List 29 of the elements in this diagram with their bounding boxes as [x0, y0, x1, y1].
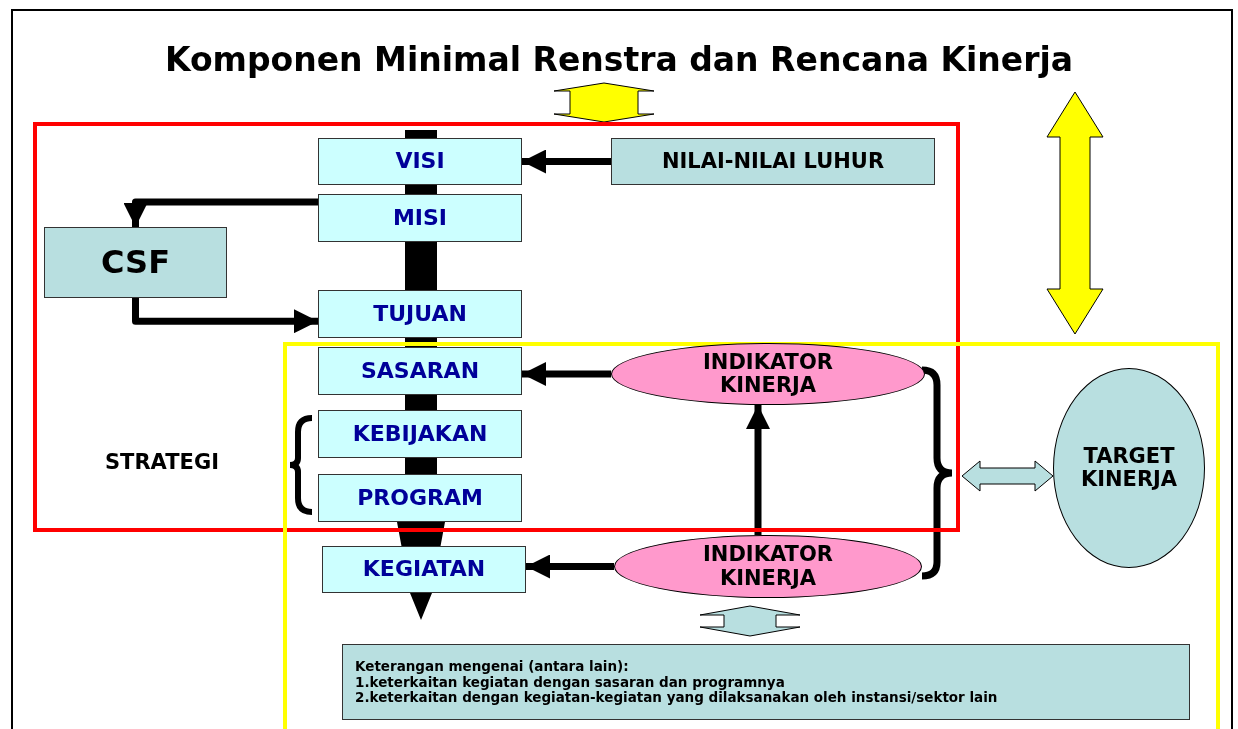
region-frame — [33, 122, 960, 532]
arrow — [522, 362, 611, 386]
double-block-arrow — [1046, 91, 1104, 335]
double-block-arrow — [699, 605, 801, 637]
note-text: 1.keterkaitan kegiatan dengan sasaran dan programnya — [355, 674, 785, 690]
indicator-ellipse: INDIKATOR KINERJA — [611, 343, 925, 405]
double-block-arrow — [961, 460, 1054, 492]
note-text: Keterangan mengenai (antara lain): — [355, 658, 629, 674]
arrow — [123, 198, 318, 227]
process-box: NILAI-NILAI LUHUR — [611, 138, 935, 185]
process-box: PROGRAM — [318, 474, 522, 522]
note-text: 2.keterkaitan dengan kegiatan-kegiatan yang dilaksanakan oleh instansi/sektor lain — [355, 690, 998, 706]
process-box: KEGIATAN — [322, 546, 526, 593]
process-box: VISI — [318, 138, 522, 185]
diagram-title: Komponen Minimal Renstra dan Rencana Kinerja — [163, 40, 1075, 79]
target-ellipse: TARGET KINERJA — [1053, 368, 1205, 568]
process-box: CSF — [44, 227, 227, 298]
note-box — [342, 644, 1190, 720]
arrow — [132, 298, 318, 334]
process-box: KEBIJAKAN — [318, 410, 522, 458]
process-box: TUJUAN — [318, 290, 522, 338]
arrow — [526, 554, 614, 579]
process-box: MISI — [318, 194, 522, 242]
arrow — [746, 405, 770, 535]
bracket-label: STRATEGI — [105, 450, 219, 474]
process-box: SASARAN — [318, 347, 522, 395]
arrow — [522, 149, 611, 174]
double-block-arrow — [553, 82, 655, 123]
indicator-ellipse: INDIKATOR KINERJA — [614, 535, 922, 598]
